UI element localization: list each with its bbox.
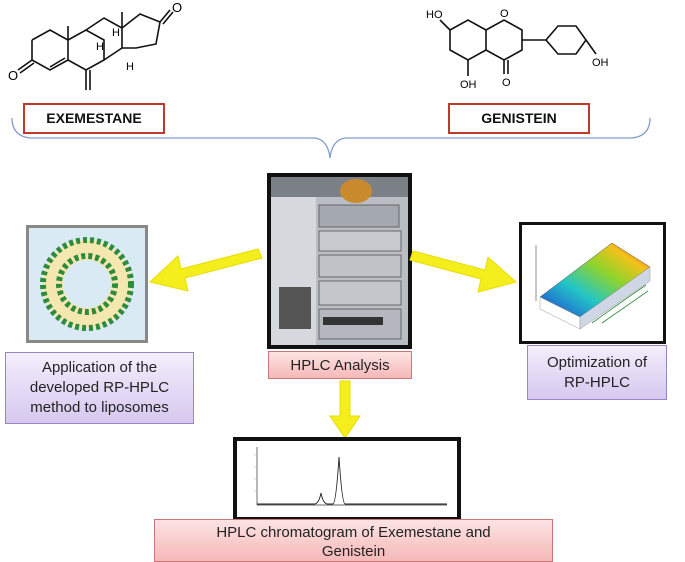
genistein-oh-right: OH xyxy=(592,57,609,69)
genistein-ring-o: O xyxy=(500,8,509,20)
response-surface-plot xyxy=(519,222,666,344)
genistein-label: GENISTEIN xyxy=(448,103,590,134)
chromatogram-line1: HPLC chromatogram of Exemestane and xyxy=(216,524,491,541)
exemestane-o-right: O xyxy=(172,0,182,15)
exemestane-label: EXEMESTANE xyxy=(23,103,165,134)
surface-plot-icon xyxy=(522,225,663,341)
optimization-text: Optimization of RP-HPLC xyxy=(547,353,647,393)
application-text: Application of the developed RP-HPLC met… xyxy=(30,358,169,418)
exemestane-o-left: O xyxy=(8,68,18,83)
exemestane-h3: H xyxy=(112,27,120,39)
optimization-line2: RP-HPLC xyxy=(564,373,630,391)
exemestane-bonds xyxy=(17,9,174,90)
arrow-down xyxy=(329,380,361,439)
arrow-right xyxy=(409,250,518,293)
genistein-bonds xyxy=(439,19,597,76)
hplc-instrument-icon xyxy=(271,177,408,345)
application-line3: method to liposomes xyxy=(30,399,169,416)
exemestane-h1: H xyxy=(96,41,104,53)
hplc-analysis-label: HPLC Analysis xyxy=(268,351,412,379)
genistein-oh-bottom: OH xyxy=(460,79,477,91)
arrow-left xyxy=(148,248,263,292)
application-panel: Application of the developed RP-HPLC met… xyxy=(5,352,194,424)
optimization-line1: Optimization of xyxy=(546,353,648,371)
chromatogram-icon xyxy=(237,441,457,517)
optimization-panel: Optimization of RP-HPLC xyxy=(527,345,667,400)
liposome-image xyxy=(26,225,148,343)
hplc-instrument-photo xyxy=(267,173,412,349)
genistein-ho: HO xyxy=(426,9,443,21)
liposome-icon xyxy=(29,228,145,340)
application-line2: developed RP-HPLC xyxy=(29,379,170,396)
brace xyxy=(11,117,651,159)
genistein-structure: HO O OH O OH xyxy=(426,8,609,91)
genistein-carbonyl: O xyxy=(502,77,511,89)
exemestane-structure: O O H H H xyxy=(8,0,182,90)
application-line1: Application of the xyxy=(41,359,158,376)
chromatogram-image xyxy=(233,437,461,521)
exemestane-h2: H xyxy=(126,61,134,73)
chromatogram-label: HPLC chromatogram of Exemestane and Geni… xyxy=(154,519,553,562)
chromatogram-line2: Genistein xyxy=(321,543,386,560)
